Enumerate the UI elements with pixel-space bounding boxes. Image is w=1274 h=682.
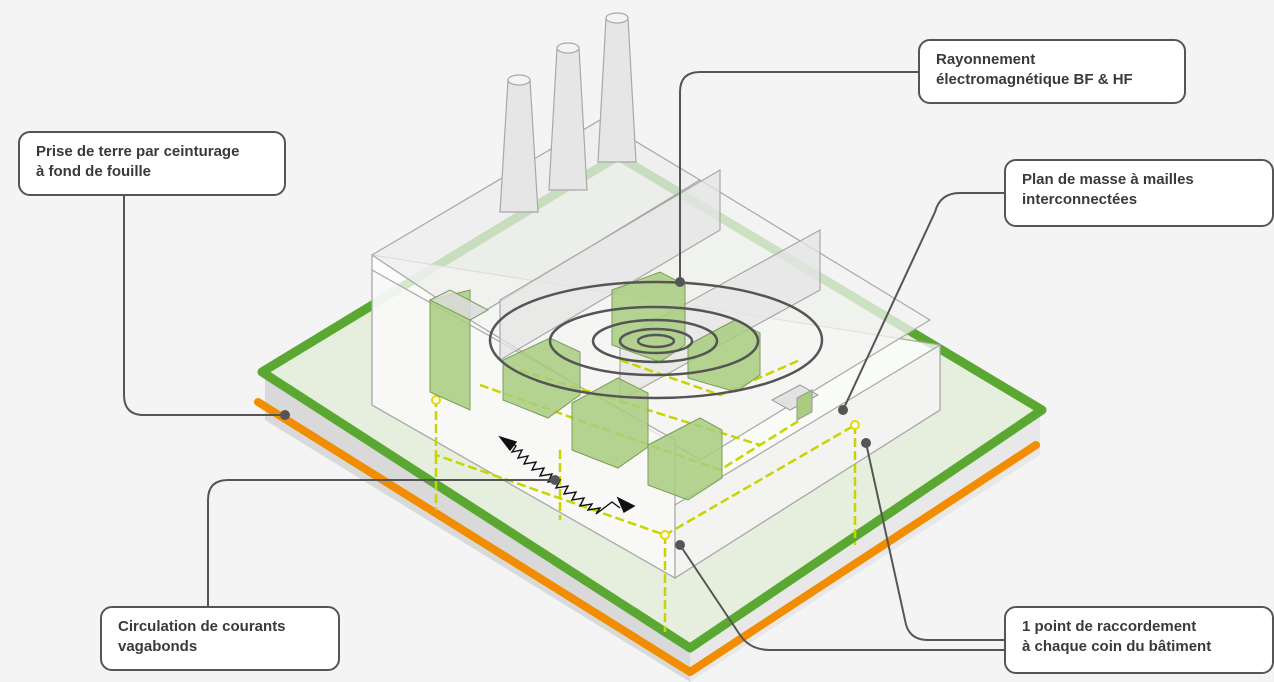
em-radiation-rings xyxy=(488,280,824,400)
callout-line: à chaque coin du bâtiment xyxy=(1022,638,1212,655)
callout-line: interconnectées xyxy=(1022,191,1138,208)
corner-connection-points xyxy=(431,395,860,540)
callout-line: Plan de masse à mailles xyxy=(1022,171,1194,188)
callout-line: 1 point de raccordement xyxy=(1022,618,1197,635)
chimneys xyxy=(499,12,637,213)
orange-conductor xyxy=(254,398,1040,676)
callout-raccordement: 1 point de raccordement à chaque coin du… xyxy=(1004,606,1274,674)
office-desk xyxy=(770,384,820,421)
callout-rayonnement: Rayonnement électromagnétique BF & HF xyxy=(918,39,1186,104)
callout-plan-de-masse: Plan de masse à mailles interconnectées xyxy=(1004,159,1274,227)
callout-line: vagabonds xyxy=(118,638,198,655)
callout-line: Rayonnement xyxy=(936,51,1036,68)
callout-line: électromagnétique BF & HF xyxy=(936,71,1133,88)
callout-line: Circulation de courants xyxy=(118,618,286,635)
callout-line: à fond de fouille xyxy=(36,163,151,180)
leader-dots xyxy=(280,277,871,550)
callout-line: Prise de terre par ceinturage xyxy=(36,143,240,160)
callout-courants-vagabonds: Circulation de courants vagabonds xyxy=(100,606,340,671)
leader-lines xyxy=(123,71,1004,651)
callout-prise-de-terre: Prise de terre par ceinturage à fond de … xyxy=(18,131,286,196)
electrical-cabinets xyxy=(428,271,761,501)
